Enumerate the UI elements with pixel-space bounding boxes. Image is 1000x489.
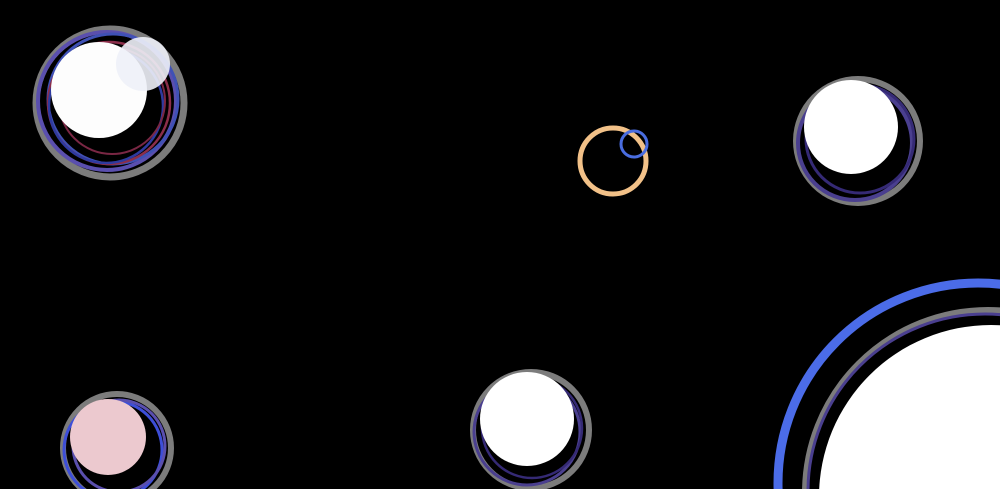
bubble-bottom-left — [60, 391, 174, 489]
bubble-bottom-right-purple-ring — [806, 312, 1000, 489]
bubble-bottom-right-white-core — [819, 325, 1000, 489]
bubble-top-left-purple-ring — [36, 30, 178, 172]
ring-pair-center — [577, 125, 649, 197]
bubble-bottom-center — [470, 369, 592, 489]
bubble-bottom-left-pink-core — [70, 399, 146, 475]
bubble-right — [793, 76, 923, 206]
bubble-bottom-right — [773, 278, 1000, 489]
center-orange-ring — [577, 125, 649, 197]
bubble-top-left — [32, 25, 188, 181]
bubble-bottom-right-gray-ring — [802, 307, 1000, 489]
bubble-top-left-highlight — [116, 37, 170, 91]
bubble-bottom-right-blue-ring — [773, 278, 1000, 489]
bubble-right-white-core — [804, 80, 898, 174]
bubble-top-left-gray-ring — [32, 25, 188, 181]
bubble-bottom-center-white-core — [480, 372, 574, 466]
bubble-right-gray-ring — [793, 76, 923, 206]
center-small-blue-ring — [619, 129, 649, 159]
